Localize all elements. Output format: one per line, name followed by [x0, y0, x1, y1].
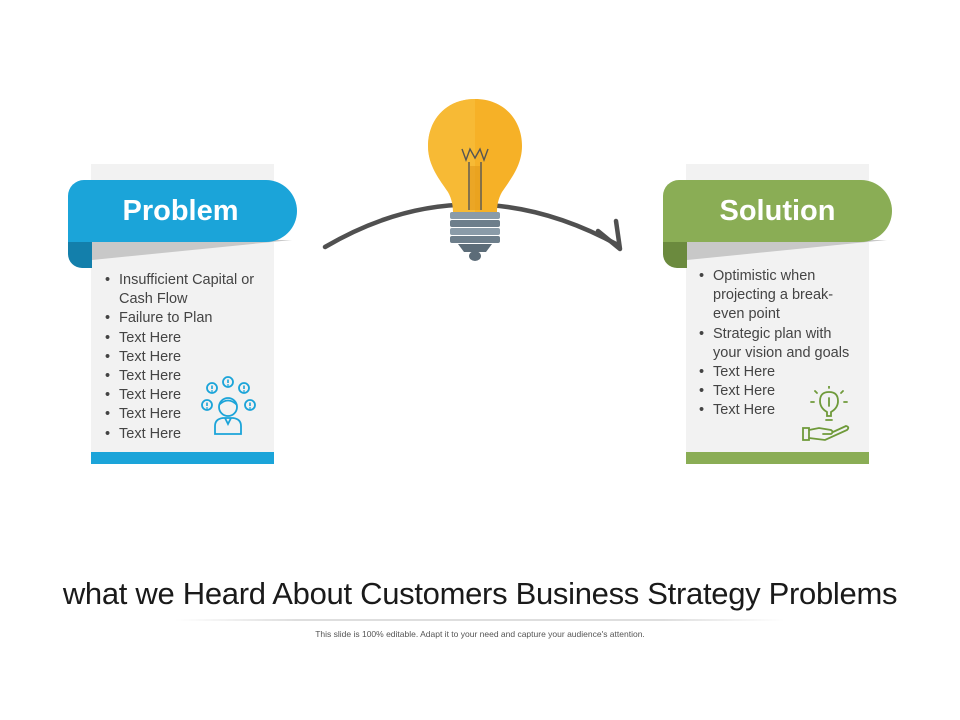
- list-item: Text Here: [699, 401, 859, 420]
- problem-list: Insufficient Capital or Cash Flow Failur…: [105, 271, 265, 444]
- person-with-alerts-icon: [201, 376, 256, 435]
- list-item: Text Here: [105, 348, 265, 367]
- idea-in-hand-icon: [802, 386, 850, 441]
- list-item: Text Here: [105, 425, 265, 444]
- title-divider: [175, 619, 785, 621]
- list-item: Text Here: [105, 386, 265, 405]
- problem-banner: Problem: [68, 180, 297, 242]
- list-item: Insufficient Capital or Cash Flow: [105, 271, 265, 309]
- solution-ribbon-fold: [663, 240, 687, 268]
- problem-card-bottom-bar: [91, 452, 274, 464]
- list-item: Text Here: [699, 363, 859, 382]
- list-item: Text Here: [105, 329, 265, 348]
- solution-banner: Solution: [663, 180, 892, 242]
- lightbulb-icon: [428, 99, 522, 261]
- list-item: Text Here: [105, 367, 265, 386]
- problem-banner-shadow: [92, 240, 292, 260]
- slide-subtitle: This slide is 100% editable. Adapt it to…: [315, 629, 645, 639]
- solution-card-bottom-bar: [686, 452, 869, 464]
- problem-ribbon-fold: [68, 240, 92, 268]
- list-item: Strategic plan with your vision and goal…: [699, 325, 859, 363]
- list-item: Failure to Plan: [105, 309, 265, 328]
- slide-title: what we Heard About Customers Business S…: [62, 576, 898, 611]
- problem-heading: Problem: [122, 194, 239, 227]
- solution-heading: Solution: [719, 194, 836, 227]
- list-item: Optimistic when projecting a break-even …: [699, 267, 859, 325]
- solution-banner-shadow: [687, 240, 887, 260]
- list-item: Text Here: [105, 405, 265, 424]
- list-item: Text Here: [699, 382, 859, 401]
- solution-list: Optimistic when projecting a break-even …: [699, 267, 859, 421]
